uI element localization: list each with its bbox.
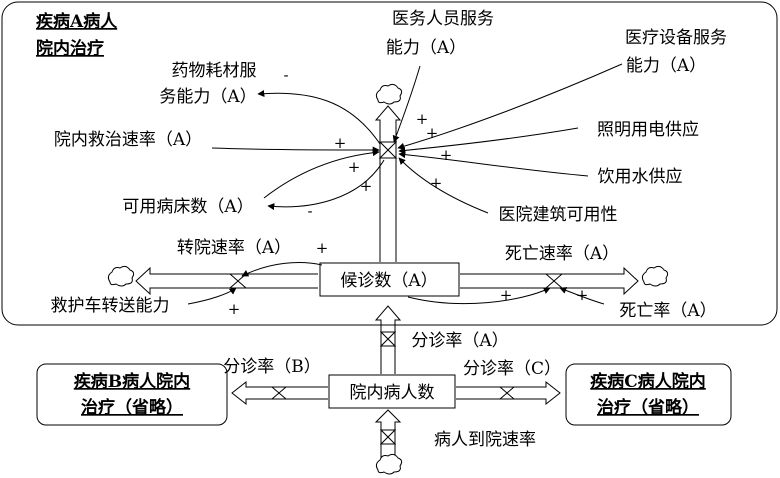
sign-equipment: +: [426, 124, 439, 142]
inpatients-stock-box: [328, 374, 456, 409]
beds-label: 可用病床数（A）: [122, 197, 253, 217]
ambulance-label: 救护车转送能力: [51, 296, 170, 316]
inpatients-stock-label: 院内病人数: [350, 383, 435, 403]
triage-b-valve-icon: [270, 386, 288, 400]
equipment-label-line1: 医疗设备服务: [625, 28, 727, 48]
container-title-line1: 疾病A病人: [36, 11, 118, 32]
drugs-label-line2: 务能力（A）: [159, 87, 256, 107]
triage-b-flow-pipe: [231, 380, 328, 406]
water-label: 饮用水供应: [598, 167, 683, 187]
container-title-line2: 院内治疗: [36, 38, 104, 59]
link-ambulance-to-transfer: [187, 287, 237, 305]
drugs-label-line1: 药物耗材服: [172, 61, 257, 81]
transfer-rate-label: 转院速率（A）: [177, 238, 291, 258]
link-building-to-rescue: [398, 157, 489, 214]
waiting-stock-label: 候诊数（A）: [340, 271, 437, 291]
disease-c-line1: 疾病C病人院内: [590, 371, 706, 392]
sign-drugs: -: [283, 66, 288, 84]
death-flow-pipe: [460, 266, 639, 296]
link-waiting-to-death: [407, 287, 551, 305]
link-rescue-to-drugs: [257, 90, 381, 145]
triage-a-flow-pipe: [374, 305, 402, 374]
sign-beds-in: +: [348, 158, 361, 176]
triage-a-label: 分诊率（A）: [411, 331, 508, 351]
disease-b-line2: 治疗（省略）: [81, 397, 183, 418]
sign-death-flow: +: [500, 286, 513, 304]
sign-rescue: +: [334, 134, 347, 152]
link-lighting-to-rescue: [398, 127, 579, 154]
cloud-icon: [375, 453, 403, 475]
transfer-valve-icon: [228, 273, 248, 289]
sign-staff: +: [416, 110, 429, 128]
triage-c-flow-pipe: [456, 380, 561, 406]
sign-death-ratio: +: [576, 286, 589, 304]
link-waiting-to-transfer: [241, 262, 323, 277]
arrival-flow-pipe: [374, 409, 402, 460]
disease-c-line2: 治疗（省略）: [597, 397, 699, 418]
disease-a-container: [1, 1, 778, 326]
cloud-icon: [375, 83, 403, 105]
death-valve-icon: [544, 273, 564, 289]
triage-a-valve-icon: [379, 331, 397, 347]
sign-water: +: [430, 174, 443, 192]
rescue-valve-icon: [378, 141, 398, 159]
triage-c-label: 分诊率（C）: [463, 359, 561, 379]
medical-staff-label-line2: 能力（A）: [386, 38, 466, 58]
building-label: 医院建筑可用性: [499, 205, 618, 225]
waiting-stock-box: [319, 262, 460, 297]
transfer-flow-pipe: [135, 266, 318, 296]
disease-b-box: [36, 363, 228, 426]
sign-beds-out: -: [307, 202, 312, 220]
triage-c-valve-icon: [498, 386, 516, 400]
death-ratio-label: 死亡率（A）: [619, 301, 716, 321]
link-rescue-rate-to-valve: [211, 146, 380, 154]
disease-b-line1: 疾病B病人院内: [74, 371, 190, 392]
death-rate-label: 死亡速率（A）: [505, 244, 619, 264]
sign-ambulance: +: [228, 300, 241, 318]
link-water-to-rescue: [398, 151, 589, 177]
equipment-label-line2: 能力（A）: [626, 56, 706, 76]
lighting-label: 照明用电供应: [597, 120, 699, 140]
arrival-rate-label: 病人到院速率: [434, 430, 536, 450]
link-rescue-to-beds: [267, 159, 385, 211]
cloud-icon: [107, 265, 135, 287]
link-beds-to-rescue: [263, 149, 380, 199]
triage-b-label: 分诊率（B）: [223, 357, 321, 377]
arrival-valve-icon: [379, 429, 397, 445]
sign-lighting: +: [440, 146, 453, 164]
cloud-icon: [641, 265, 669, 287]
medical-staff-label-line1: 医务人员服务: [392, 9, 494, 29]
link-death-ratio-to-death: [559, 287, 605, 305]
rescue-flow-pipe: [374, 105, 402, 262]
sign-transfer: +: [316, 239, 329, 257]
sign-building: +: [360, 177, 373, 195]
disease-c-box: [565, 363, 732, 426]
link-staff-to-rescue: [392, 65, 421, 143]
rescue-rate-label: 院内救治速率（A）: [54, 130, 202, 150]
link-equipment-to-rescue: [397, 63, 623, 150]
